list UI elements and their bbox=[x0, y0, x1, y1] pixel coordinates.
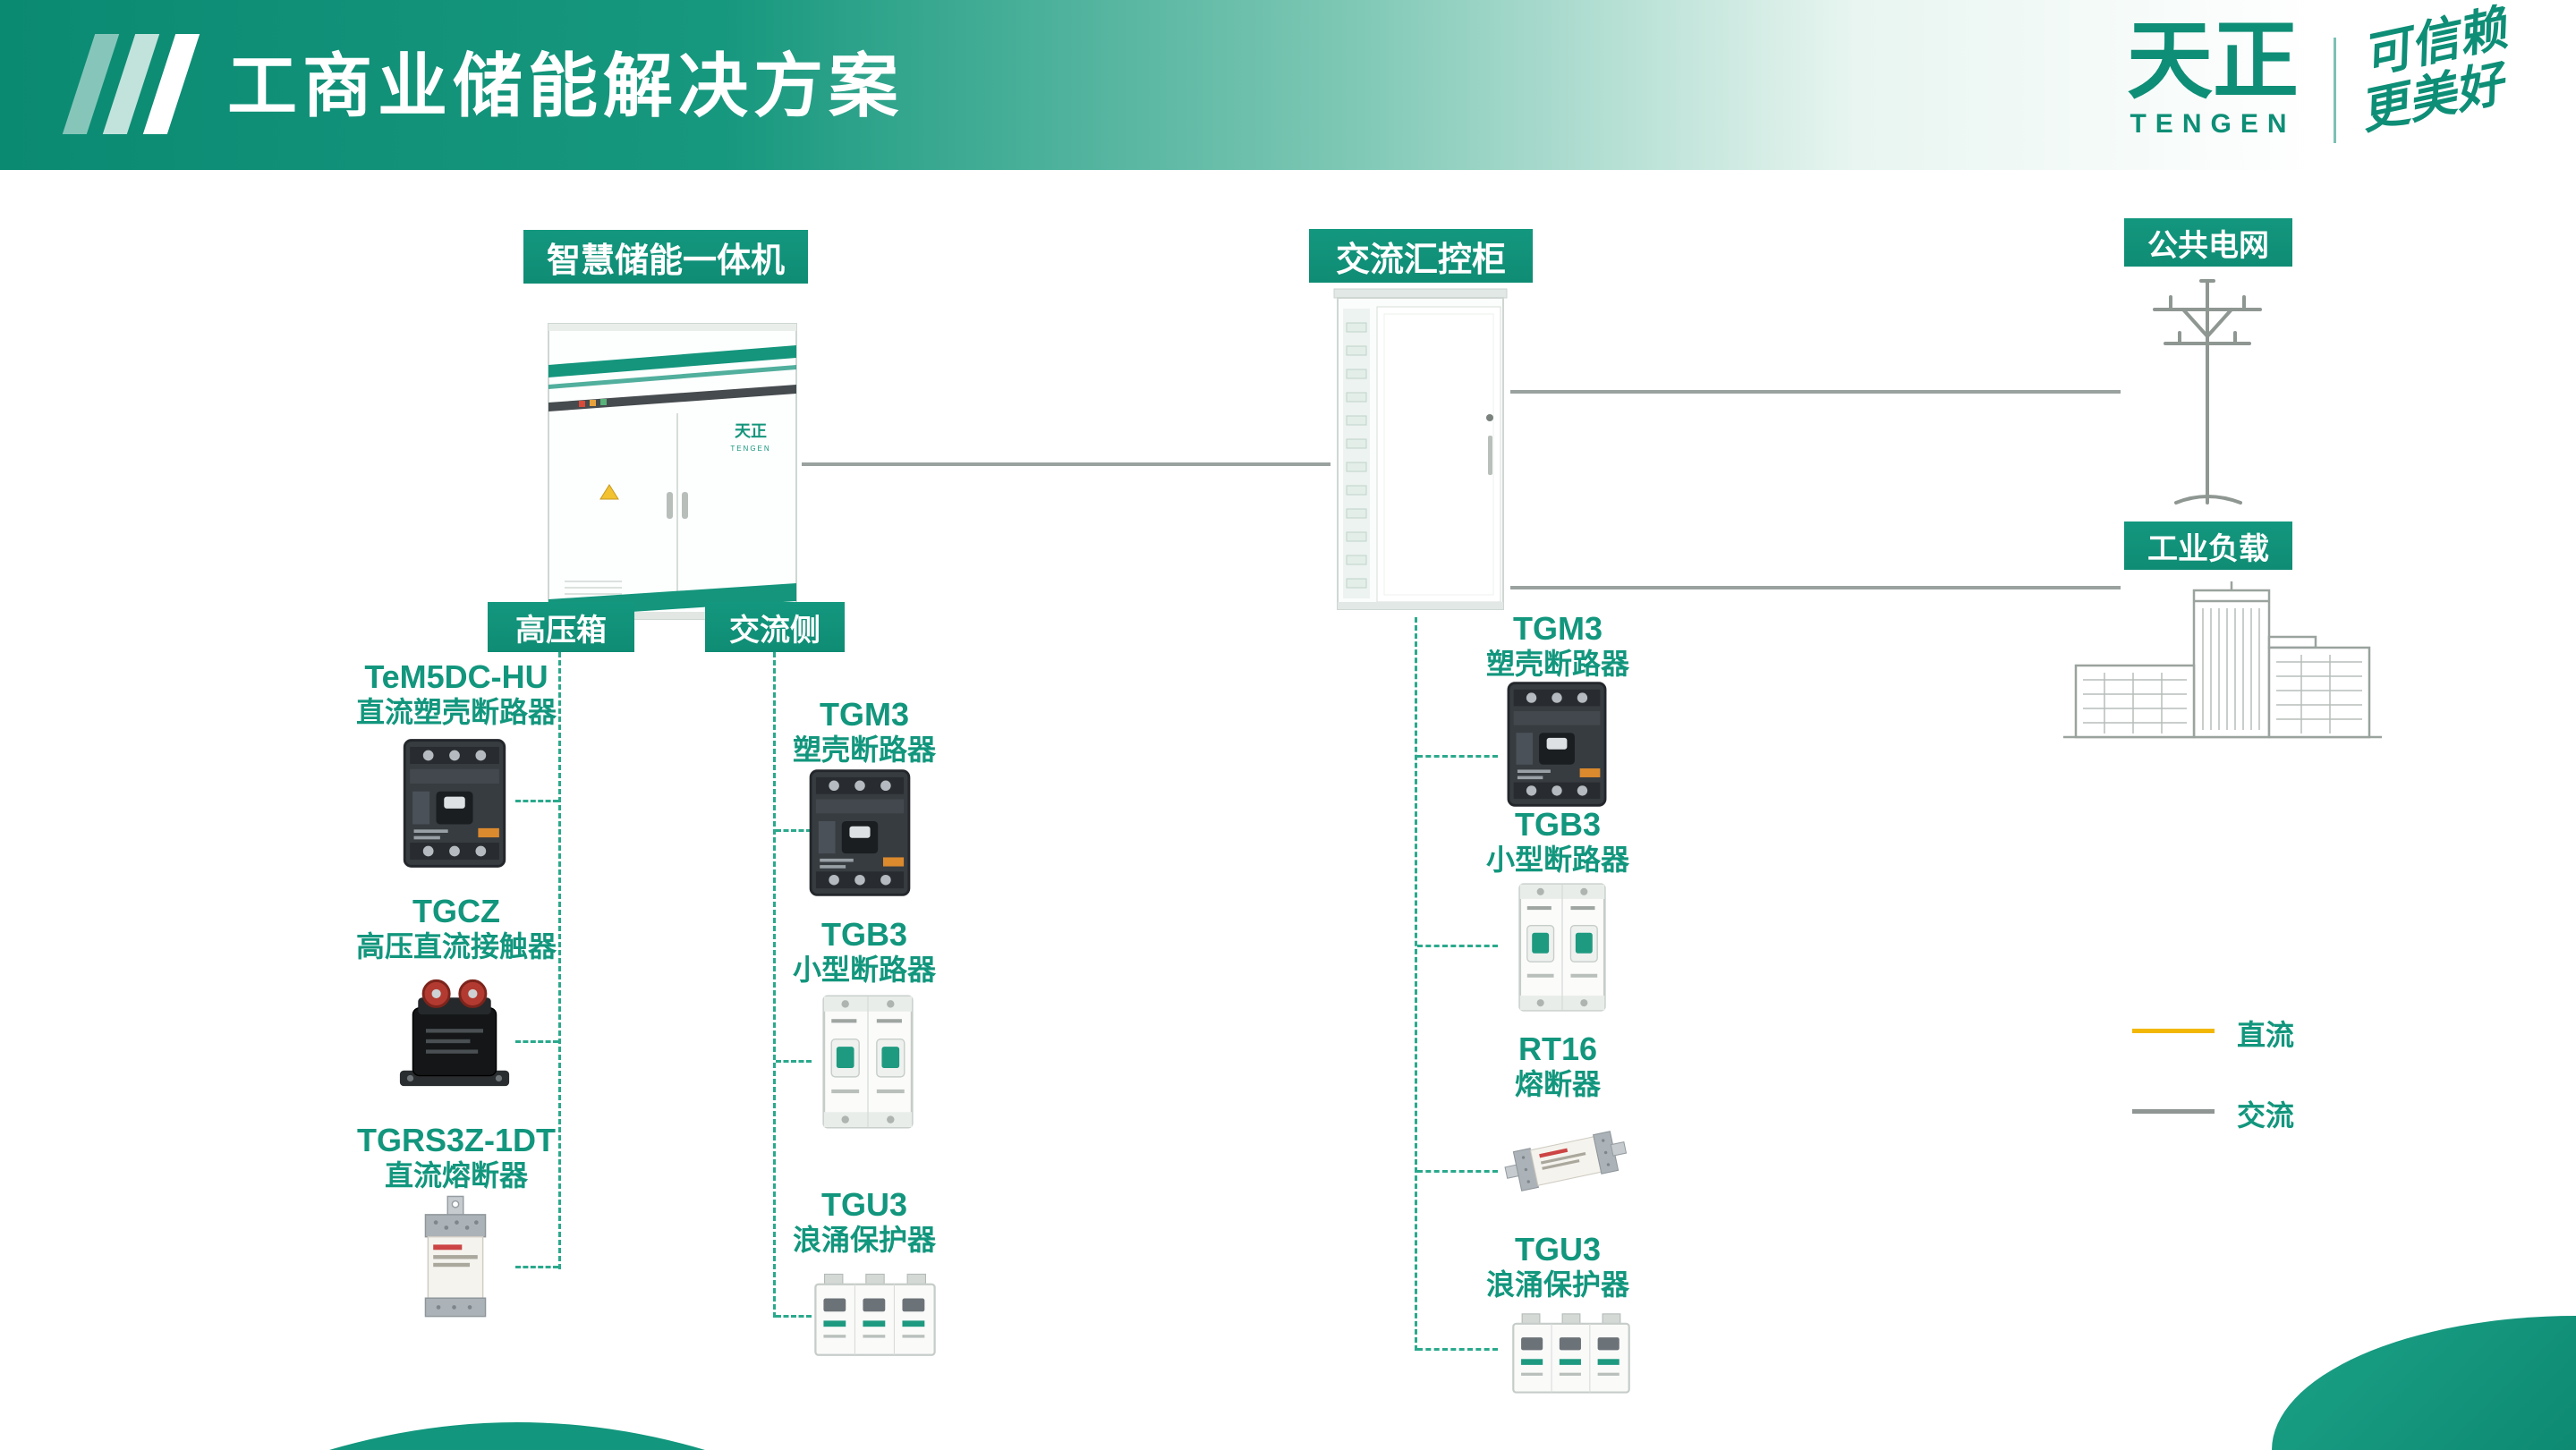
mcb-image bbox=[1518, 878, 1607, 1016]
product-label: TeM5DC-HU 直流塑壳断路器 bbox=[277, 658, 635, 730]
product-desc: 塑壳断路器 bbox=[792, 733, 936, 767]
tag-industrial-load: 工业负载 bbox=[2124, 521, 2292, 570]
dc-mccb-image bbox=[395, 737, 514, 869]
title-bars-icon bbox=[62, 34, 200, 134]
mccb-image bbox=[1500, 680, 1614, 809]
brand-divider bbox=[2334, 38, 2336, 143]
ac-fuse-image bbox=[1493, 1094, 1639, 1228]
dc-fuse-image bbox=[408, 1195, 503, 1320]
product-label: RT16 熔断器 bbox=[1379, 1030, 1737, 1102]
brand-slogan: 可信赖 更美好 bbox=[2355, 0, 2522, 140]
industrial-buildings-image bbox=[2063, 581, 2382, 739]
product-model: TeM5DC-HU bbox=[364, 658, 548, 695]
dash-stub bbox=[515, 1040, 558, 1043]
spd-image bbox=[1510, 1301, 1632, 1412]
mcb-image bbox=[821, 989, 914, 1134]
product-desc: 浪涌保护器 bbox=[1485, 1268, 1629, 1302]
tag-public-grid: 公共电网 bbox=[2124, 218, 2292, 267]
tag-hv-box: 高压箱 bbox=[488, 602, 634, 652]
dash-stub bbox=[776, 829, 812, 832]
spd-image bbox=[812, 1261, 938, 1374]
line-storage-to-accabinet bbox=[802, 462, 1331, 466]
dc-contactor-image bbox=[392, 977, 517, 1091]
product-label: TGU3 浪涌保护器 bbox=[1379, 1231, 1737, 1302]
legend-ac-label: 交流 bbox=[2237, 1099, 2295, 1132]
brand-name: 天正 bbox=[2127, 13, 2299, 109]
brand-sub: TENGEN bbox=[2130, 108, 2296, 139]
legend-dc-line bbox=[2132, 1029, 2215, 1033]
page-title: 工商业储能解决方案 bbox=[227, 47, 905, 125]
tag-storage-unit: 智慧储能一体机 bbox=[523, 230, 808, 284]
product-desc: 熔断器 bbox=[1514, 1068, 1601, 1101]
product-desc: 小型断路器 bbox=[792, 954, 936, 987]
dash-line-hv-box bbox=[558, 652, 561, 1269]
legend-ac-line bbox=[2132, 1109, 2215, 1114]
tag-ac-side: 交流侧 bbox=[705, 602, 845, 652]
dash-stub bbox=[1417, 1348, 1498, 1351]
product-label: TGRS3Z-1DT 直流熔断器 bbox=[277, 1122, 635, 1193]
product-model: TGCZ bbox=[412, 893, 500, 929]
product-label: TGM3 塑壳断路器 bbox=[1379, 610, 1737, 682]
product-desc: 小型断路器 bbox=[1485, 844, 1629, 877]
product-label: TGU3 浪涌保护器 bbox=[685, 1186, 1043, 1258]
product-model: TGB3 bbox=[1514, 806, 1601, 843]
product-model: TGB3 bbox=[820, 916, 907, 953]
legend-dc-label: 直流 bbox=[2237, 1019, 2295, 1051]
cabinet-logo-text: 天正 bbox=[735, 422, 767, 440]
dash-line-ac-side bbox=[773, 652, 776, 1318]
dash-stub bbox=[1417, 755, 1498, 758]
product-desc: 高压直流接触器 bbox=[355, 930, 557, 963]
line-accabinet-to-grid bbox=[1510, 390, 2121, 394]
product-label: TGM3 塑壳断路器 bbox=[685, 696, 1043, 767]
dash-stub bbox=[515, 800, 558, 802]
product-model: RT16 bbox=[1518, 1030, 1598, 1067]
product-desc: 浪涌保护器 bbox=[792, 1224, 936, 1257]
product-desc: 直流塑壳断路器 bbox=[355, 696, 557, 729]
corner-accent-bottom-left bbox=[329, 1422, 705, 1450]
product-model: TGU3 bbox=[1514, 1231, 1601, 1268]
header-band: 工商业储能解决方案 天正 TENGEN 可信赖 更美好 bbox=[0, 0, 2576, 170]
product-model: TGRS3Z-1DT bbox=[356, 1122, 556, 1158]
product-label: TGCZ 高压直流接触器 bbox=[277, 893, 635, 964]
product-model: TGM3 bbox=[819, 696, 909, 733]
dash-stub bbox=[515, 1266, 558, 1268]
product-desc: 直流熔断器 bbox=[384, 1159, 528, 1192]
dash-stub bbox=[1417, 945, 1498, 947]
corner-accent-bottom-right bbox=[2272, 1316, 2576, 1450]
product-model: TGM3 bbox=[1512, 610, 1603, 647]
line-accabinet-to-load bbox=[1510, 586, 2121, 589]
product-label: TGB3 小型断路器 bbox=[685, 916, 1043, 988]
utility-pole-image bbox=[2153, 279, 2262, 505]
tag-ac-cabinet: 交流汇控柜 bbox=[1309, 229, 1533, 283]
dash-stub bbox=[1417, 1170, 1498, 1173]
ac-cabinet-image bbox=[1333, 288, 1508, 610]
brand-logo: 天正 TENGEN bbox=[2117, 18, 2308, 140]
dash-line-ac-cabinet bbox=[1415, 617, 1417, 1351]
dash-stub bbox=[776, 1060, 812, 1063]
cabinet-logo-sub-text: TENGEN bbox=[730, 445, 770, 453]
mccb-image bbox=[802, 767, 918, 898]
product-desc: 塑壳断路器 bbox=[1485, 648, 1629, 681]
product-label: TGB3 小型断路器 bbox=[1379, 806, 1737, 878]
dash-stub bbox=[776, 1315, 812, 1318]
storage-cabinet-image: 天正 TENGEN bbox=[548, 323, 797, 620]
product-model: TGU3 bbox=[820, 1186, 907, 1223]
